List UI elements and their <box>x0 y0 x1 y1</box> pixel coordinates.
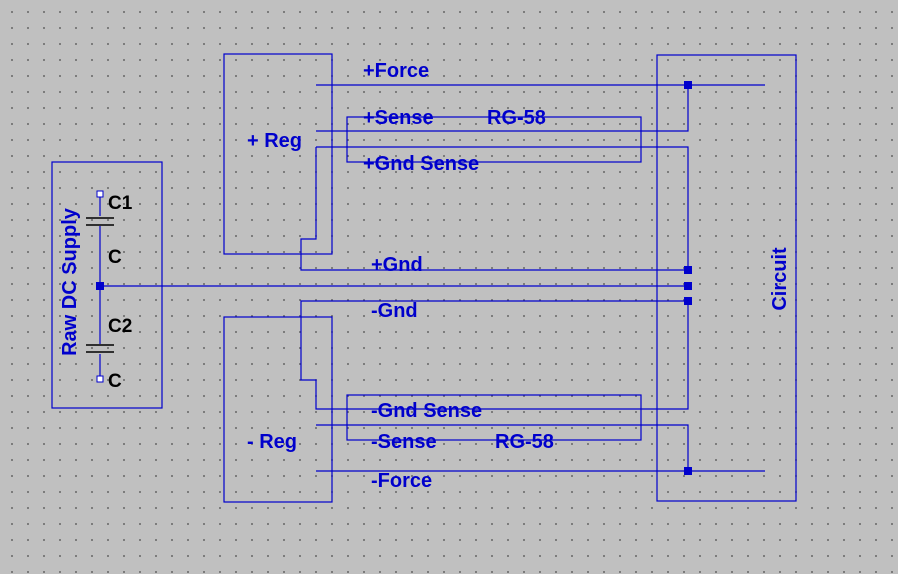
c2-ref-label: C2 <box>108 316 132 337</box>
plus-force-label: +Force <box>363 60 429 82</box>
circuit-box[interactable] <box>656 54 797 502</box>
c1-ref-label: C1 <box>108 193 133 214</box>
minus-sense-wire <box>316 424 689 471</box>
junction-minus-force <box>684 467 692 475</box>
junction-plus-gnd <box>684 266 692 274</box>
minus-coax-shield <box>346 394 642 441</box>
plus-gnd-wire <box>300 147 688 271</box>
junction-supply-mid <box>96 282 104 290</box>
plus-sense-label: +Sense <box>363 107 434 129</box>
junction-common <box>684 282 692 290</box>
minus-gnd-sense-label: -Gnd Sense <box>371 400 482 422</box>
raw-dc-supply-box[interactable] <box>51 161 163 409</box>
minus-gnd-label: -Gnd <box>371 300 418 322</box>
c1-value-label: C <box>108 247 122 268</box>
circuit-label: Circuit <box>769 247 791 311</box>
minus-cable-label: RG-58 <box>495 431 554 453</box>
plus-reg-label: + Reg <box>247 130 302 152</box>
plus-gnd-sense-wire <box>316 146 689 270</box>
plus-cable-label: RG-58 <box>487 107 546 129</box>
c2-value-label: C <box>108 371 122 392</box>
minus-reg-label: - Reg <box>247 431 297 453</box>
plus-gnd-label: +Gnd <box>371 254 423 276</box>
plus-coax-shield <box>346 116 642 163</box>
raw-dc-supply-label: Raw DC Supply <box>59 207 81 356</box>
plus-reg-box[interactable] <box>223 53 333 255</box>
junction-plus-force <box>684 81 692 89</box>
c1-pin[interactable] <box>96 190 104 198</box>
minus-sense-label: -Sense <box>371 431 437 453</box>
junction-minus-gnd <box>684 297 692 305</box>
plus-sense-wire <box>316 85 689 132</box>
minus-gnd-wire <box>300 300 689 410</box>
plus-gnd-sense-label: +Gnd Sense <box>363 153 479 175</box>
minus-force-label: -Force <box>371 470 432 492</box>
c2-pin[interactable] <box>96 375 104 383</box>
